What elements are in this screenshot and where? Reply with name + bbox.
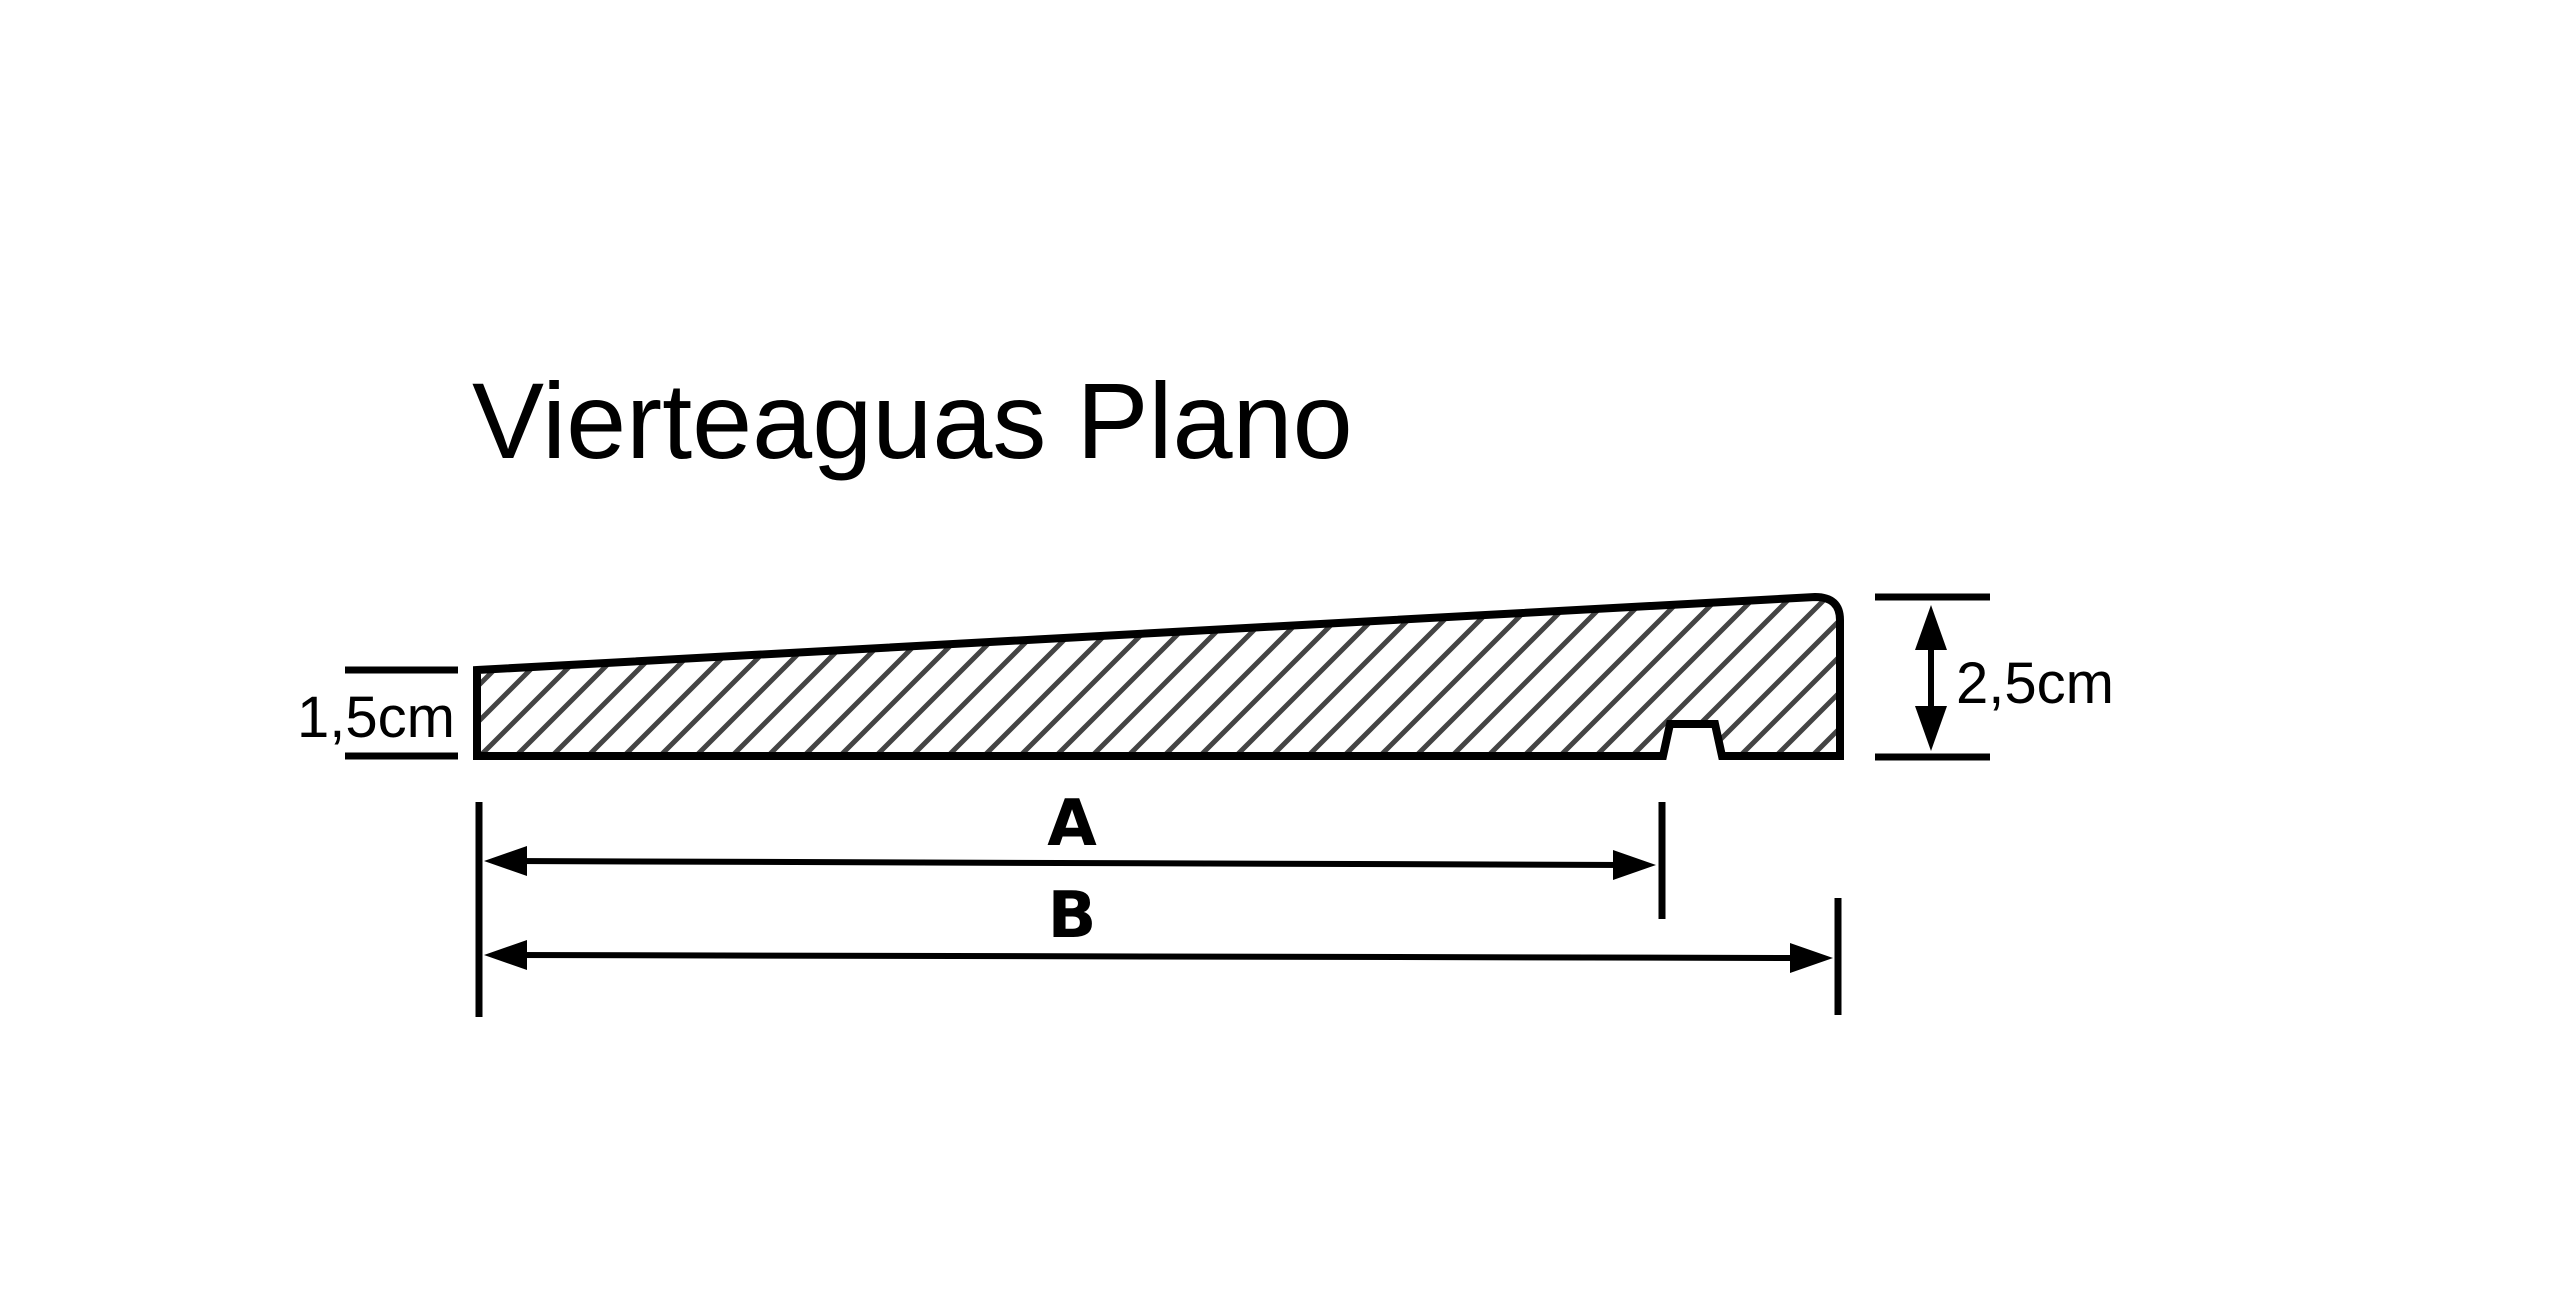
hatch-line <box>586 597 810 756</box>
hatch-line <box>1920 536 2140 756</box>
dimension-a-arrowhead-left <box>484 846 527 876</box>
hatch-line <box>910 597 1134 756</box>
hatch-line <box>1126 597 1350 756</box>
hatch-line <box>1378 597 1602 756</box>
right-thickness-dimension: 2,5cm <box>1875 593 2114 761</box>
hatch-line <box>1848 536 2068 756</box>
hatch-line <box>1702 597 1840 756</box>
dimension-b-line <box>509 952 1803 961</box>
hatch-line <box>1666 597 1840 756</box>
hatch-line <box>1414 597 1638 756</box>
dimension-a-arrowhead-right <box>1613 850 1656 880</box>
hatch-line <box>1018 597 1242 756</box>
hatch-line <box>478 597 702 756</box>
dimension-a-label: A <box>1047 787 1097 861</box>
hatch-line <box>982 597 1206 756</box>
hatch-line <box>1594 597 1818 756</box>
hatch-line <box>946 597 1170 756</box>
hatch-line <box>622 597 846 756</box>
hatch-line <box>1486 597 1710 756</box>
hatch-line <box>1090 597 1314 756</box>
drawing-title: Vierteaguas Plano <box>472 360 1353 481</box>
hatch-line <box>1992 536 2212 756</box>
hatch-line <box>550 597 774 756</box>
hatch-line <box>514 597 738 756</box>
right-dimension-arrowhead-down <box>1915 706 1947 751</box>
dimension-b-label: B <box>1048 879 1097 953</box>
right-dimension-arrowhead-up <box>1915 605 1947 650</box>
hatch-line <box>1198 597 1422 756</box>
left-thickness-dimension: 1,5cm <box>297 666 458 760</box>
right-thickness-label: 2,5cm <box>1956 651 2114 716</box>
dimension-b-arrowhead-right <box>1790 943 1833 973</box>
hatch-line <box>1162 597 1386 756</box>
hatch-line <box>1054 597 1278 756</box>
hatch-line <box>1522 597 1746 756</box>
hatch-line <box>1234 597 1458 756</box>
dimension-b-arrowhead-left <box>484 940 527 970</box>
hatch-line <box>1630 597 1840 756</box>
sill-profile-outline <box>473 592 1844 760</box>
hatch-line <box>1738 597 1840 756</box>
hatch-line <box>1956 536 2176 756</box>
hatch-line <box>1774 597 1840 756</box>
left-thickness-label: 1,5cm <box>297 685 455 750</box>
hatch-line <box>1270 597 1494 756</box>
hatch-line <box>1306 597 1530 756</box>
length-dimensions: A B <box>475 787 1842 1017</box>
hatch-line <box>1558 597 1782 756</box>
hatch-line <box>1342 597 1566 756</box>
hatch-line <box>1450 597 1674 756</box>
dimension-a-line <box>509 858 1626 868</box>
